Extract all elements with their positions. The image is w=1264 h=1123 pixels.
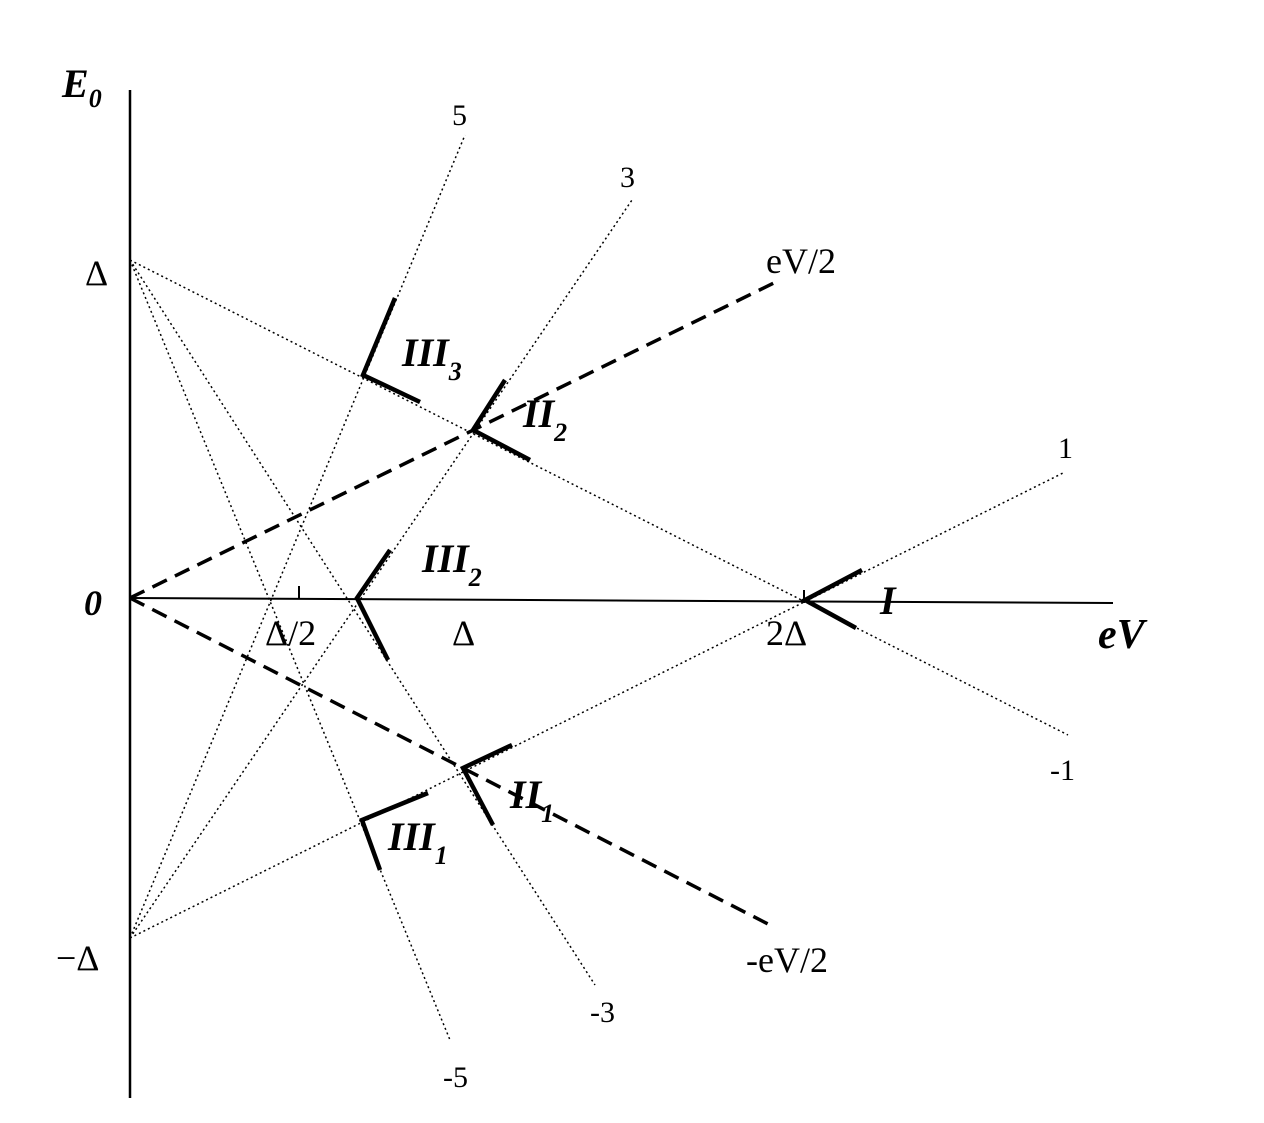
origin-label: 0	[84, 583, 102, 623]
line-minus-5-upper	[129, 259, 451, 1041]
label-minus-ev-half: -eV/2	[746, 940, 828, 980]
line-minus-ev-half	[129, 596, 771, 927]
region-label-III2: III2	[421, 536, 482, 592]
line-1-lower	[129, 471, 1066, 939]
x-tick-delta: Δ	[452, 613, 475, 653]
marker-I	[800, 568, 864, 630]
region-label-I: I	[879, 578, 897, 623]
y-tick-minus-delta: −Δ	[56, 938, 99, 978]
region-label-II1: II1	[509, 772, 554, 828]
label-line-minus-3: -3	[590, 996, 615, 1029]
label-line-3: 3	[620, 161, 635, 194]
dotted-lines	[129, 134, 1069, 1041]
region-label-III3: III3	[401, 330, 462, 386]
x-tick-two-delta: 2Δ	[766, 613, 807, 653]
x-tick-half-delta: Δ/2	[265, 613, 316, 653]
marker-II1	[459, 742, 513, 827]
x-axis-label: eV	[1098, 612, 1148, 658]
label-line-5: 5	[452, 99, 467, 132]
region-markers	[354, 297, 864, 871]
dashed-lines	[129, 278, 781, 927]
marker-III1	[359, 790, 429, 871]
line-ev-half	[129, 278, 781, 600]
x-axis	[129, 597, 1114, 604]
label-line-minus-1: -1	[1050, 754, 1075, 787]
line-5-lower	[129, 134, 466, 939]
y-tick-delta: Δ	[85, 253, 108, 293]
marker-II2	[469, 378, 532, 462]
line-minus-1-upper	[129, 259, 1069, 736]
line-3-lower	[129, 199, 633, 939]
line-minus-3-upper	[129, 259, 596, 986]
label-line-1: 1	[1058, 432, 1073, 465]
marker-III2	[354, 548, 392, 662]
label-ev-half: eV/2	[766, 241, 836, 281]
region-label-III1: III1	[387, 814, 448, 870]
marker-III3	[360, 297, 421, 405]
y-axis-label: E0	[61, 61, 102, 113]
region-label-II2: II2	[522, 391, 567, 447]
label-line-minus-5: -5	[443, 1061, 468, 1094]
